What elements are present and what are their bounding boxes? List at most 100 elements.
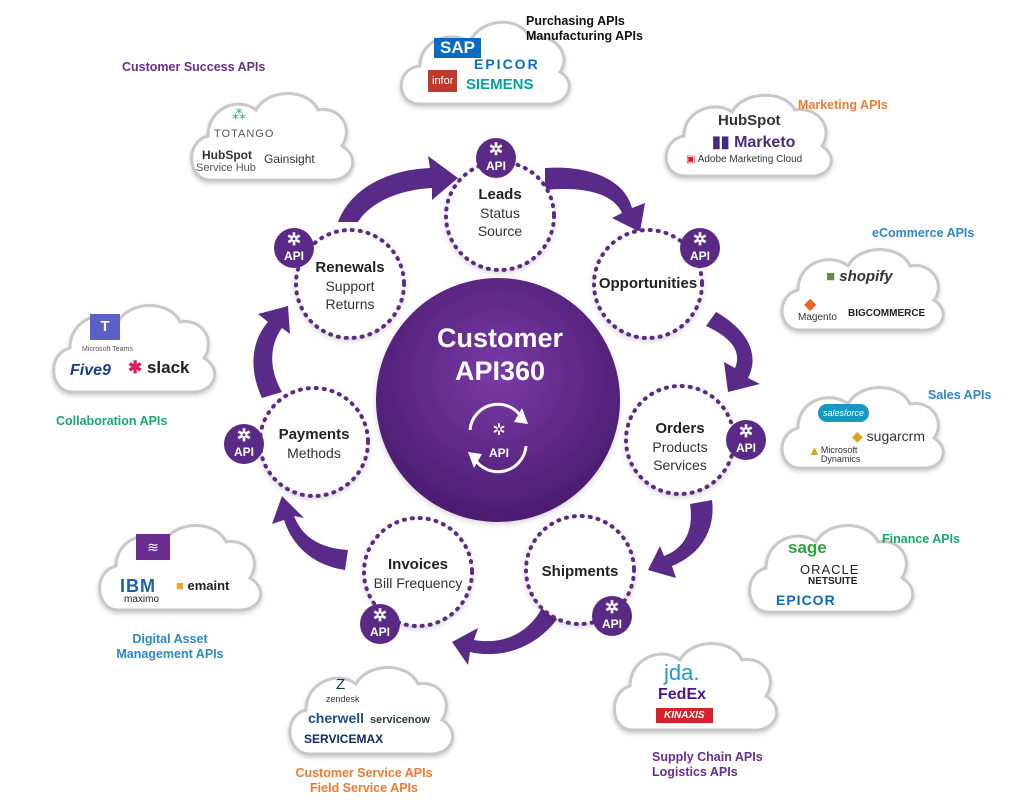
node-orders-line1: Products bbox=[652, 439, 708, 455]
node-leads: Leads Status Source bbox=[450, 186, 550, 240]
api-badge-leads: ✲API bbox=[476, 138, 516, 178]
center-title: Customer API360 bbox=[375, 322, 625, 388]
label-service: Customer Service APIs Field Service APIs bbox=[284, 766, 444, 796]
logo-servicenow: servicenow bbox=[370, 714, 430, 726]
logo-dynamics-text: Dynamics bbox=[820, 454, 861, 464]
logo-infor: infor bbox=[428, 70, 458, 92]
logo-kinaxis: KINAXIS bbox=[656, 708, 713, 723]
label-service-line2: Field Service APIs bbox=[310, 781, 418, 795]
api-badge-renewals: ✲API bbox=[274, 228, 314, 268]
node-payments-title: Payments bbox=[278, 426, 350, 443]
zendesk-icon: Z bbox=[336, 676, 346, 693]
label-asset-line2: Management APIs bbox=[116, 647, 224, 661]
logo-bigcommerce: BIGCOMMERCE bbox=[848, 308, 926, 319]
node-shipments-title: Shipments bbox=[541, 563, 619, 580]
network-icon: ✲ bbox=[492, 422, 506, 439]
logo-oracle: ORACLE bbox=[800, 562, 860, 577]
logo-adobe: ▣ Adobe Marketing Cloud bbox=[686, 154, 802, 165]
logo-hubspot-service: HubSpot bbox=[202, 148, 252, 162]
node-renewals-line2: Returns bbox=[325, 296, 375, 312]
logo-zendesk: zendesk bbox=[326, 694, 360, 704]
center-title-line1: Customer bbox=[436, 323, 564, 353]
slack-icon: ✱ bbox=[128, 358, 147, 377]
refresh-icon bbox=[468, 402, 528, 474]
logo-siemens: SIEMENS bbox=[466, 76, 534, 93]
arrow-payments-renewals bbox=[253, 306, 290, 398]
center-circle bbox=[376, 278, 620, 522]
label-asset-line1: Digital Asset bbox=[132, 632, 208, 646]
network-icon: ✲ bbox=[604, 598, 620, 617]
api-badge-label: API bbox=[735, 441, 756, 455]
flow-arrows bbox=[253, 156, 760, 665]
network-icon: ✲ bbox=[692, 230, 708, 249]
logo-sage: sage bbox=[788, 538, 827, 557]
logo-sugarcrm-text: sugarcrm bbox=[866, 428, 926, 444]
logo-ibm: IBM bbox=[120, 576, 156, 596]
logo-magento: Magento bbox=[798, 312, 837, 323]
logo-emaint-text: emaint bbox=[187, 578, 230, 593]
label-ecommerce: eCommerce APIs bbox=[872, 226, 975, 240]
logo-msteams: Microsoft Teams bbox=[82, 346, 133, 353]
node-circles bbox=[258, 160, 736, 628]
node-renewals-title: Renewals bbox=[315, 259, 385, 276]
api-badge-payments: ✲API bbox=[224, 424, 264, 464]
sugar-cube-icon: ◆ bbox=[852, 428, 867, 444]
arrow-leads-opportunities bbox=[545, 167, 645, 232]
node-leads-line2: Source bbox=[477, 223, 523, 239]
logo-emaint: ■ emaint bbox=[176, 578, 229, 593]
network-icon: ✲ bbox=[236, 426, 252, 445]
node-invoices: Invoices Bill Frequency bbox=[358, 556, 478, 592]
logo-shopify: ■ shopify bbox=[826, 268, 893, 285]
label-sales: Sales APIs bbox=[928, 388, 992, 402]
network-icon: ✲ bbox=[372, 606, 388, 625]
logo-service-hub: Service Hub bbox=[196, 162, 256, 174]
logo-epicor-finance: EPICOR bbox=[776, 592, 836, 608]
logo-hubspot: HubSpot bbox=[718, 112, 781, 129]
api-badge-orders: ✲API bbox=[726, 420, 766, 460]
teams-icon: T bbox=[90, 314, 120, 340]
label-success: Customer Success APIs bbox=[122, 60, 266, 74]
network-icon: ✲ bbox=[738, 422, 754, 441]
arrow-renewals-leads bbox=[338, 156, 458, 222]
node-leads-line1: Status bbox=[480, 205, 520, 221]
node-leads-title: Leads bbox=[478, 186, 522, 203]
logo-servicemax: SERVICEMAX bbox=[304, 732, 384, 746]
label-asset: Digital Asset Management APIs bbox=[100, 632, 240, 662]
arrow-opportunities-orders bbox=[706, 312, 760, 392]
dynamics-icon: ▲ bbox=[808, 443, 821, 458]
logo-epicor: EPICOR bbox=[474, 56, 540, 72]
api-badge-invoices: ✲API bbox=[360, 604, 400, 644]
api-badge-label: API bbox=[485, 159, 506, 173]
marketo-bars-icon: ▮▮ bbox=[712, 134, 735, 151]
arrow-orders-shipments bbox=[648, 500, 713, 578]
node-payments-line1: Methods bbox=[287, 445, 341, 461]
magento-icon: ◆ bbox=[804, 296, 817, 313]
label-finance: Finance APIs bbox=[882, 532, 961, 546]
api-badge-label: API bbox=[601, 617, 622, 631]
arrow-shipments-invoices bbox=[452, 608, 560, 665]
logo-maximo: maximo bbox=[124, 594, 160, 605]
node-opportunities-title: Opportunities bbox=[598, 275, 698, 292]
api-badge-label: API bbox=[233, 445, 254, 459]
label-purchasing: Purchasing APIs Manufacturing APIs bbox=[526, 14, 643, 44]
logo-sugarcrm: ◆ sugarcrm bbox=[852, 428, 925, 445]
network-icon: ✲ bbox=[286, 230, 302, 249]
logo-shopify-text: shopify bbox=[839, 268, 893, 285]
label-supply: Supply Chain APIs Logistics APIs bbox=[652, 750, 763, 780]
node-renewals-line1: Support bbox=[325, 278, 375, 294]
logo-fedex: FedEx bbox=[658, 686, 707, 703]
ifs-icon: ≋ bbox=[136, 534, 170, 560]
api-badge-label: API bbox=[369, 625, 390, 639]
label-service-line1: Customer Service APIs bbox=[295, 766, 433, 780]
label-supply-line2: Logistics APIs bbox=[652, 765, 738, 779]
label-collab: Collaboration APIs bbox=[56, 414, 168, 428]
node-shipments: Shipments bbox=[530, 563, 630, 581]
api-badge-label: API bbox=[283, 249, 304, 263]
arrow-invoices-payments bbox=[272, 496, 348, 570]
logo-jda: jda. bbox=[664, 660, 700, 685]
logo-salesforce: salesforce bbox=[818, 404, 870, 422]
node-orders-line2: Services bbox=[653, 457, 707, 473]
logo-netsuite: NETSUITE bbox=[808, 576, 858, 587]
center-title-line2: API360 bbox=[454, 356, 546, 386]
